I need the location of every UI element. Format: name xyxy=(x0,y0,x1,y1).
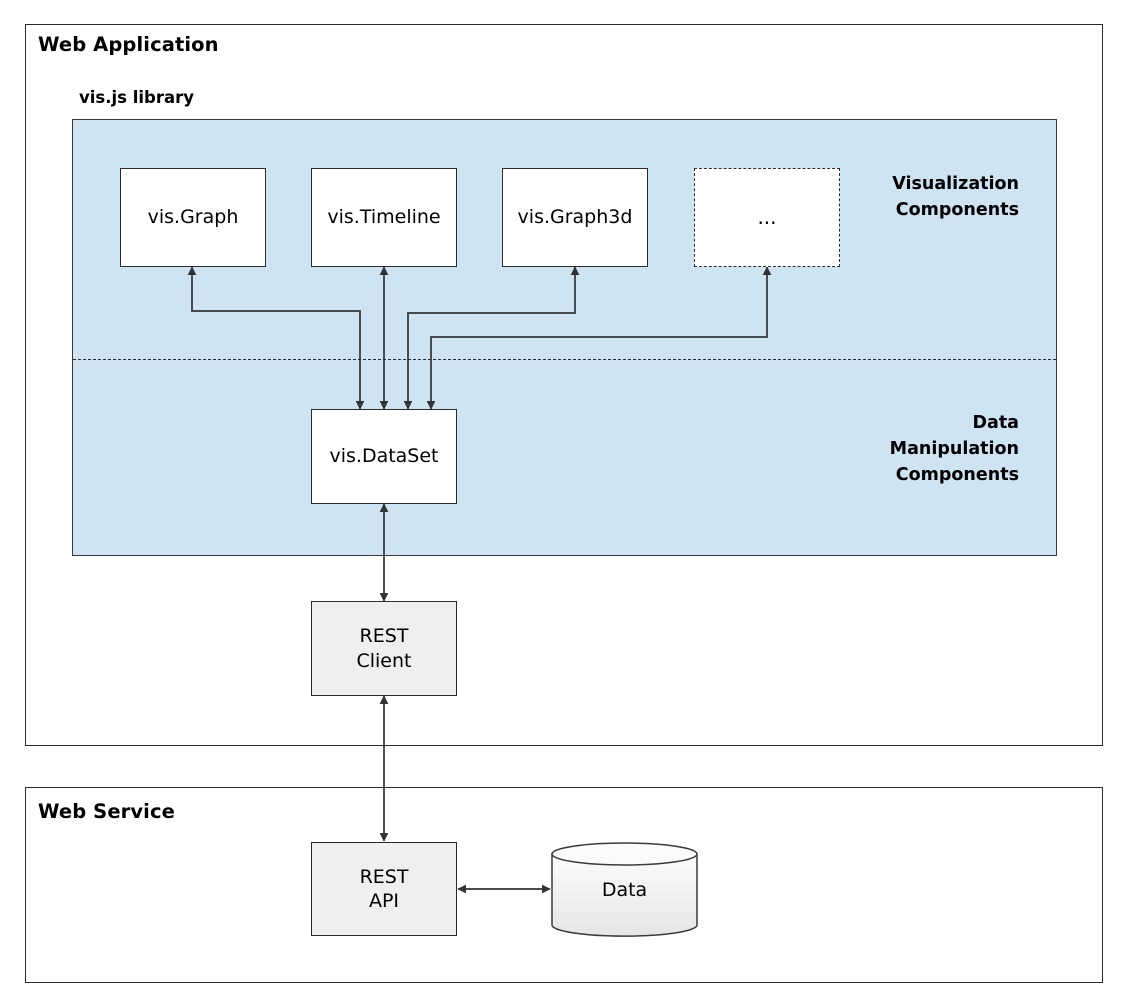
node-vis-dataset[interactable]: vis.DataSet xyxy=(311,409,457,504)
node-vis-graph3d[interactable]: vis.Graph3d xyxy=(502,168,648,267)
database-label: Data xyxy=(601,878,648,901)
node-more-components[interactable]: ... xyxy=(694,168,840,267)
node-rest-api[interactable]: REST API xyxy=(311,842,457,936)
visualization-components-label: Visualization Components xyxy=(892,174,1019,220)
database-cylinder-icon xyxy=(551,842,698,937)
web-application-title: Web Application xyxy=(38,33,219,56)
node-database[interactable]: Data xyxy=(551,842,698,937)
visjs-library-title: vis.js library xyxy=(79,88,195,107)
node-vis-timeline[interactable]: vis.Timeline xyxy=(311,168,457,267)
data-manipulation-components-label: Data Manipulation Components xyxy=(889,413,1019,485)
node-vis-graph[interactable]: vis.Graph xyxy=(120,168,266,267)
layer-divider xyxy=(73,359,1056,360)
web-service-title: Web Service xyxy=(38,800,175,823)
node-rest-client[interactable]: REST Client xyxy=(311,601,457,696)
